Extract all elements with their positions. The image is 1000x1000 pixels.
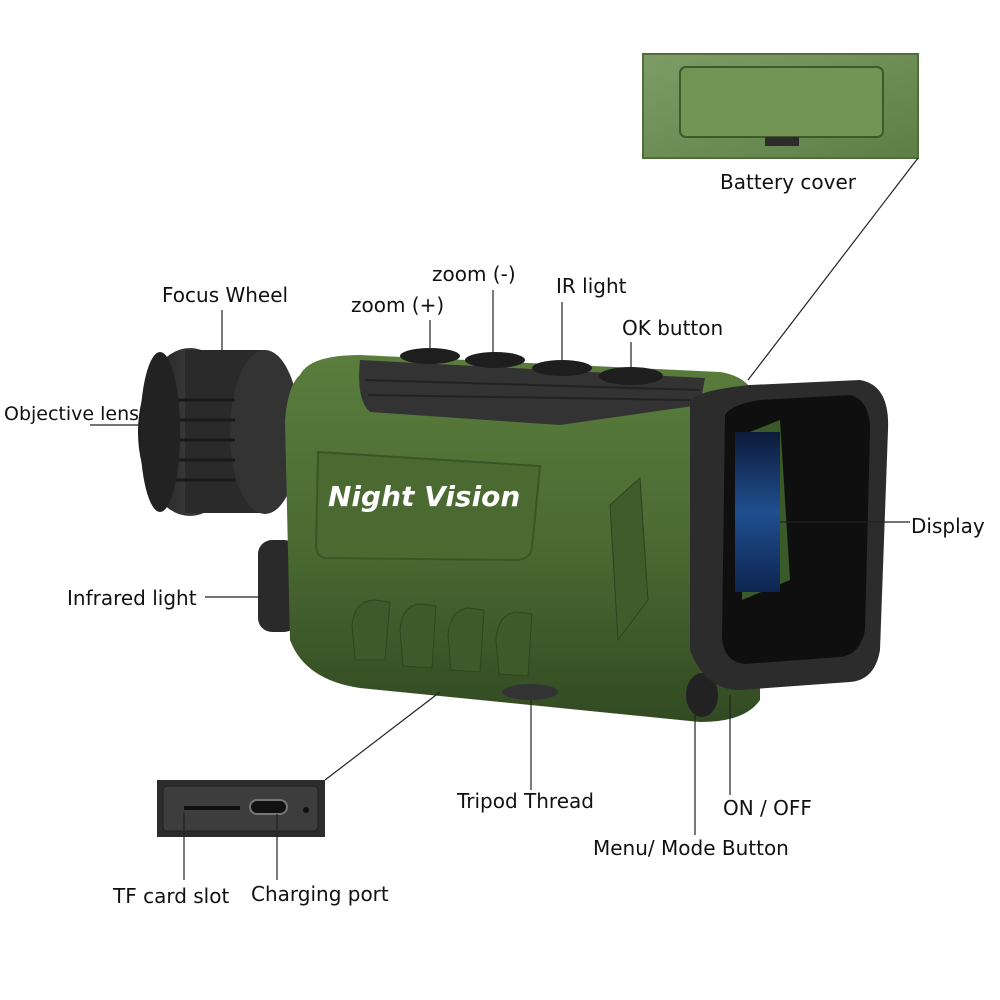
ok-button[interactable]	[599, 367, 663, 385]
label-display: Display	[911, 514, 985, 538]
label-zoom-plus: zoom (+)	[351, 293, 445, 317]
label-tripod-thread: Tripod Thread	[457, 789, 594, 813]
label-infrared-light: Infrared light	[67, 586, 197, 610]
label-tf-card-slot: TF card slot	[113, 884, 230, 908]
label-menu-mode-button: Menu/ Mode Button	[593, 836, 789, 860]
objective-lens-assembly	[138, 348, 300, 632]
zoom-minus-button[interactable]	[465, 352, 525, 368]
tf-card-slot	[184, 806, 240, 810]
label-battery-cover: Battery cover	[720, 170, 856, 194]
charging-port	[249, 799, 288, 815]
device-body: Night Vision	[285, 348, 760, 722]
battery-cover-inset	[642, 53, 919, 159]
label-ok-button: OK button	[622, 316, 724, 340]
display-screen	[735, 432, 780, 592]
brand-text: Night Vision	[328, 480, 520, 513]
ir-light-button[interactable]	[532, 360, 592, 376]
label-focus-wheel: Focus Wheel	[162, 283, 289, 307]
label-zoom-minus: zoom (-)	[432, 262, 516, 286]
infrared-light	[258, 540, 298, 632]
port-panel-inset	[157, 780, 325, 837]
label-charging-port: Charging port	[251, 882, 389, 906]
label-ir-light: IR light	[556, 274, 627, 298]
eyecup	[690, 380, 889, 690]
menu-mode-button-shape[interactable]	[686, 673, 718, 717]
label-objective-lens: Objective lens	[4, 403, 140, 425]
zoom-plus-button[interactable]	[400, 348, 460, 364]
indicator-dot	[303, 807, 309, 813]
tripod-thread	[502, 684, 558, 700]
label-on-off: ON / OFF	[723, 796, 812, 820]
leader-lines	[90, 157, 919, 880]
